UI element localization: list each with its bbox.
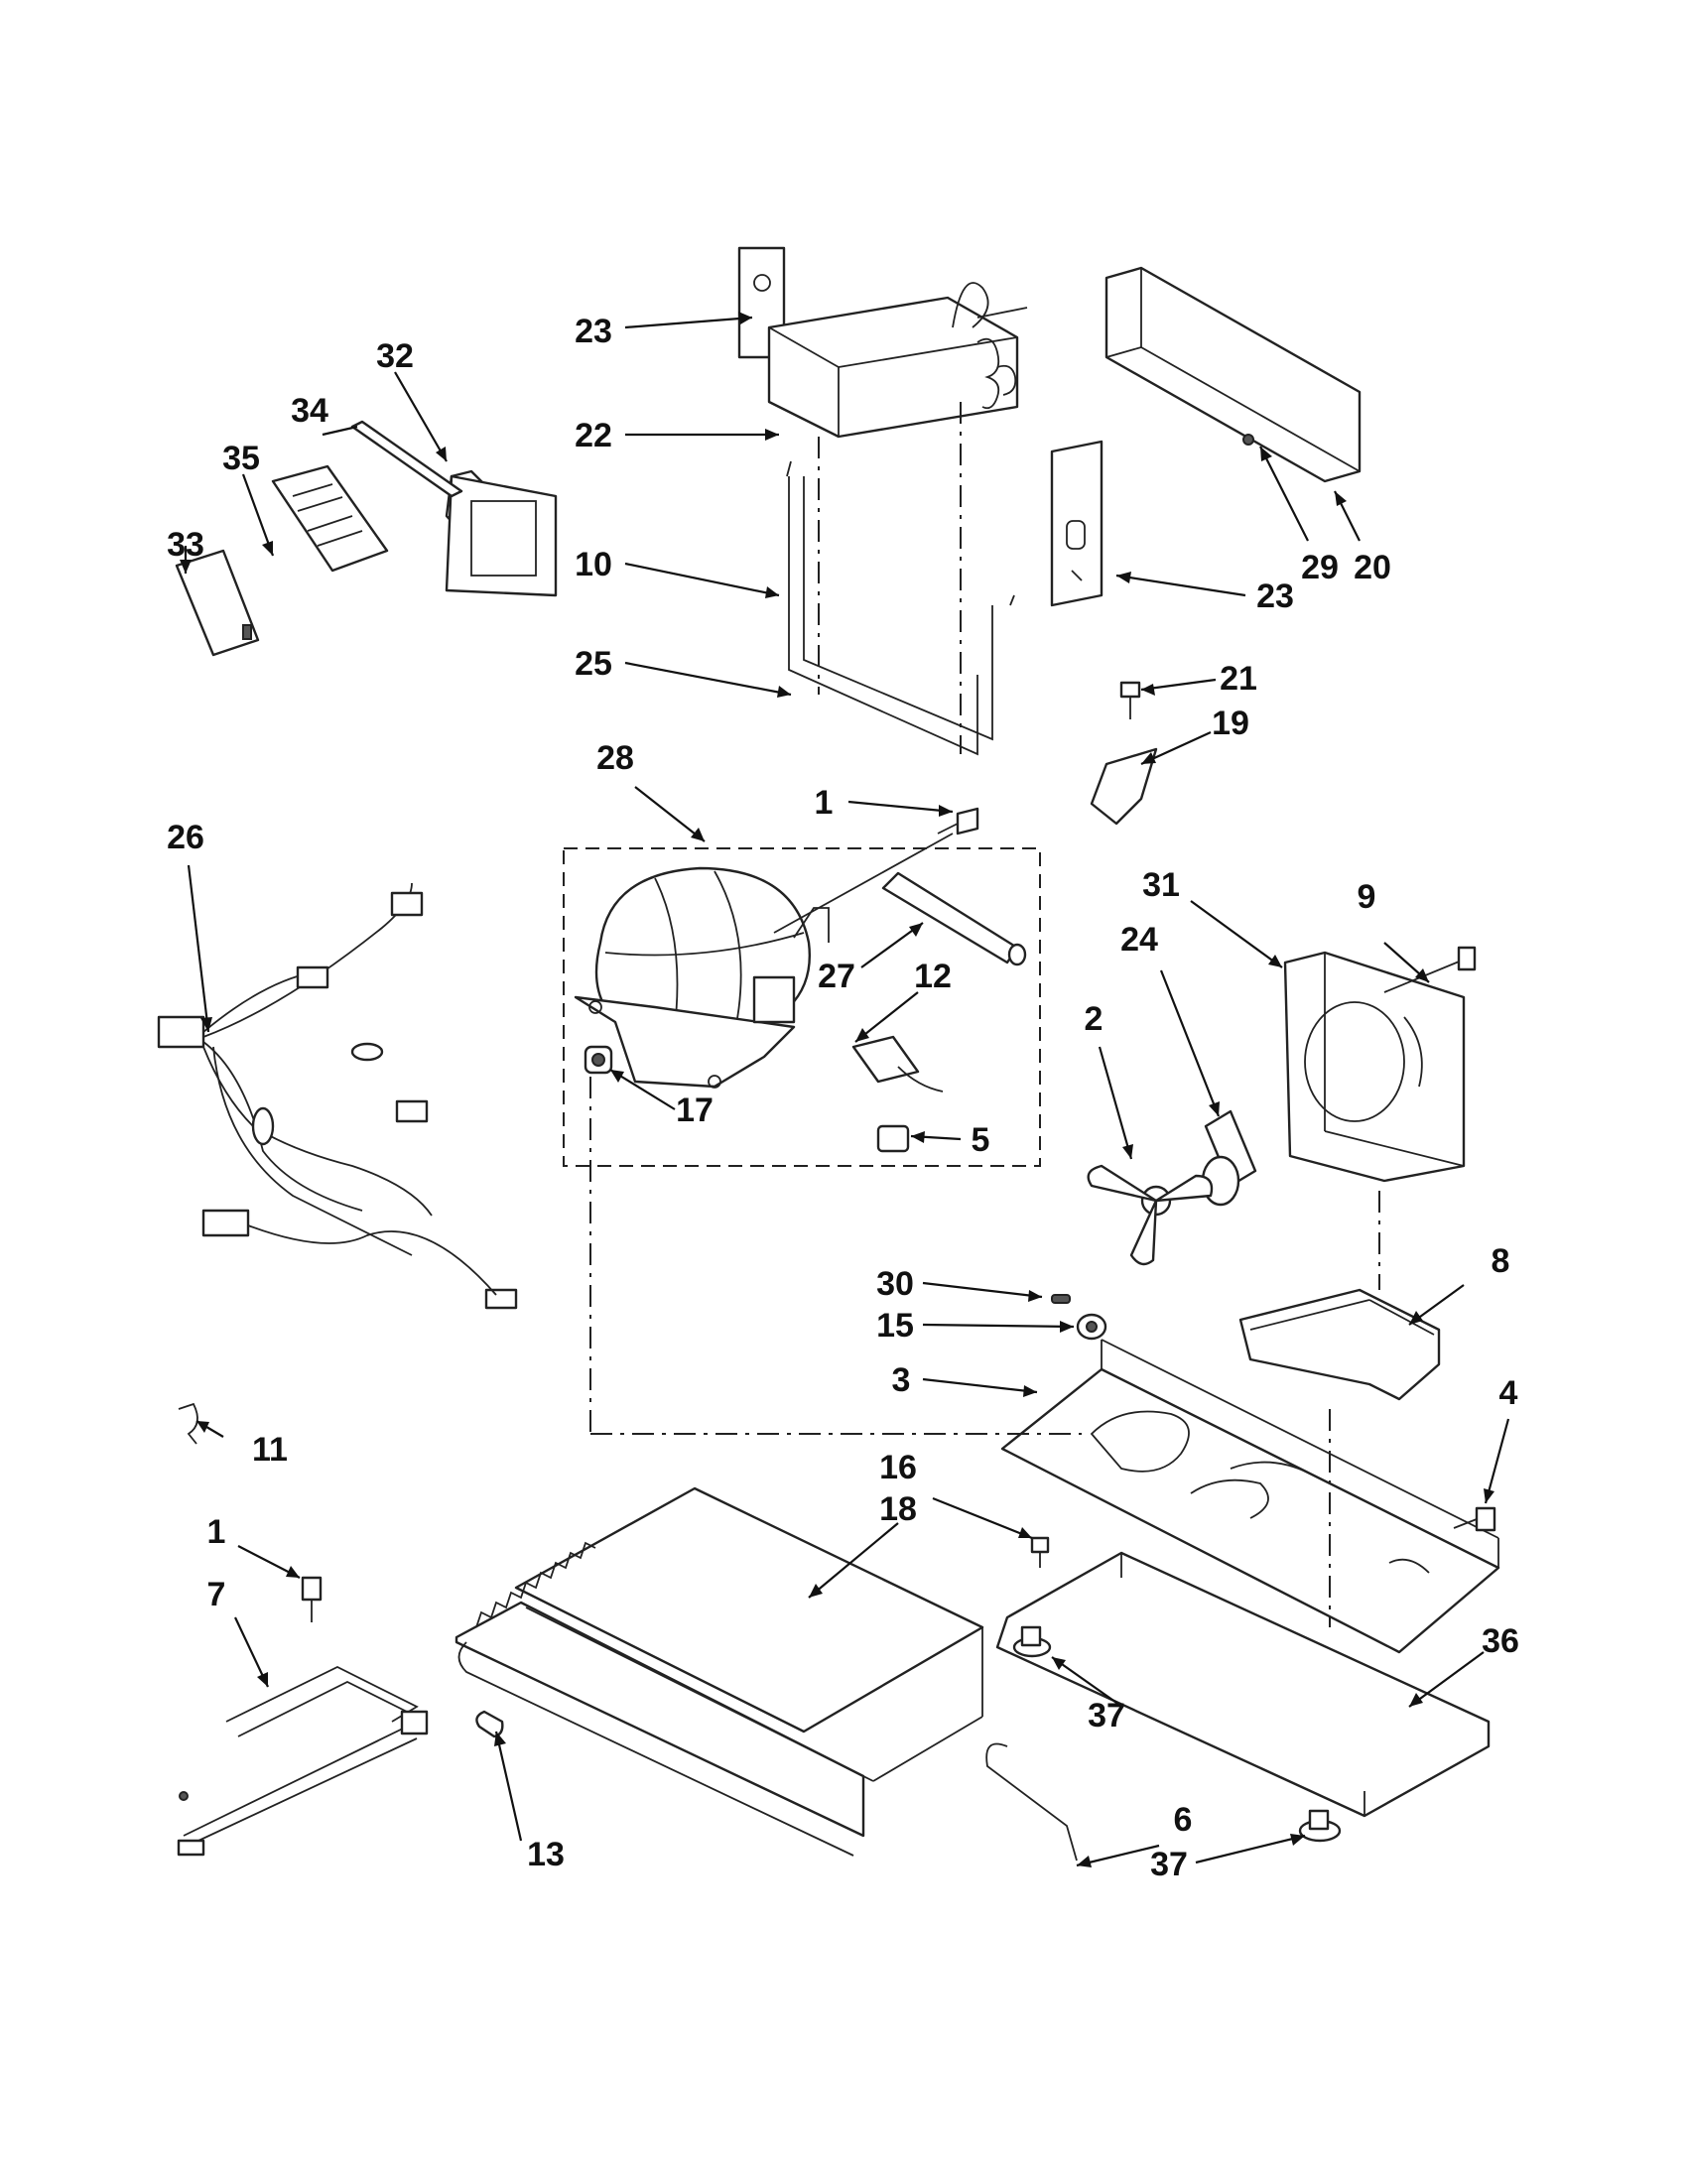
callout-13: 13 bbox=[527, 1836, 565, 1873]
wiring-harness bbox=[157, 882, 518, 1310]
relay-overload-12 bbox=[851, 1035, 944, 1092]
callout-24: 24 bbox=[1120, 921, 1158, 959]
callout-23-lower: 23 bbox=[1256, 578, 1294, 615]
condenser-clip bbox=[475, 1710, 504, 1738]
callout-1-lower: 1 bbox=[207, 1513, 226, 1551]
fan-shroud bbox=[1283, 951, 1466, 1183]
condensate-tray bbox=[1238, 1288, 1441, 1401]
screw-21 bbox=[1119, 681, 1141, 719]
callout-8: 8 bbox=[1492, 1242, 1510, 1280]
leader-lines bbox=[180, 312, 1510, 1867]
callout-37-lower: 37 bbox=[1150, 1846, 1188, 1883]
callout-21: 21 bbox=[1220, 660, 1257, 698]
screw-16 bbox=[1030, 1536, 1050, 1568]
callout-27: 27 bbox=[818, 958, 855, 995]
mounting-bracket-19 bbox=[1090, 747, 1158, 826]
callout-17: 17 bbox=[676, 1092, 714, 1129]
drain-trough bbox=[1104, 266, 1362, 483]
callout-36: 36 bbox=[1482, 1622, 1519, 1660]
clip-11 bbox=[178, 1402, 198, 1445]
callout-19: 19 bbox=[1212, 705, 1249, 742]
control-housing-32 bbox=[445, 469, 558, 597]
leveling-foot-upper bbox=[1012, 1625, 1052, 1658]
callout-29: 29 bbox=[1301, 549, 1339, 586]
callout-25: 25 bbox=[575, 645, 612, 683]
evaporator-side-bracket-right bbox=[1050, 440, 1104, 607]
callout-37-upper: 37 bbox=[1088, 1697, 1125, 1734]
evaporator-coil bbox=[737, 246, 1028, 439]
callout-22: 22 bbox=[575, 417, 612, 454]
callout-32: 32 bbox=[376, 337, 414, 375]
callout-26: 26 bbox=[167, 819, 204, 856]
callout-28: 28 bbox=[596, 739, 634, 777]
callout-11: 11 bbox=[252, 1431, 288, 1469]
callout-30: 30 bbox=[876, 1265, 914, 1303]
condenser-coil bbox=[454, 1486, 984, 1857]
relay-cover-5 bbox=[876, 1124, 910, 1153]
ground-harness-7 bbox=[177, 1665, 429, 1857]
callout-7: 7 bbox=[207, 1576, 226, 1613]
drier-27 bbox=[881, 871, 1027, 966]
callout-3: 3 bbox=[892, 1361, 911, 1399]
screw-4 bbox=[1453, 1506, 1496, 1532]
board-cover-33 bbox=[175, 549, 260, 657]
callout-33: 33 bbox=[167, 526, 204, 564]
screw-9 bbox=[1383, 946, 1477, 993]
compressor bbox=[574, 866, 830, 1089]
callout-labels: 23 22 10 25 28 32 34 35 33 20 29 23 21 1… bbox=[167, 313, 1519, 1883]
callout-6: 6 bbox=[1174, 1801, 1193, 1839]
grommet-17 bbox=[584, 1045, 613, 1075]
callout-16: 16 bbox=[879, 1449, 917, 1486]
callout-23-upper: 23 bbox=[575, 313, 612, 350]
sleeve-30 bbox=[1051, 1294, 1071, 1304]
control-board-35 bbox=[271, 464, 389, 573]
screw-1-upper bbox=[937, 807, 979, 835]
base-shield bbox=[995, 1551, 1491, 1818]
callout-2: 2 bbox=[1085, 1000, 1104, 1038]
fan-blade bbox=[1087, 1164, 1214, 1266]
callout-18: 18 bbox=[879, 1490, 917, 1528]
callout-35: 35 bbox=[222, 440, 260, 477]
drain-tube bbox=[985, 1742, 1078, 1862]
callout-1-upper: 1 bbox=[815, 784, 834, 822]
leveling-foot-lower bbox=[1298, 1809, 1342, 1843]
callout-5: 5 bbox=[972, 1121, 990, 1159]
callout-20: 20 bbox=[1354, 549, 1391, 586]
gasket-strip-34 bbox=[350, 420, 463, 498]
compressor-mounting-base bbox=[1000, 1339, 1500, 1654]
grommet-15 bbox=[1076, 1313, 1107, 1341]
callout-12: 12 bbox=[914, 958, 952, 995]
screw-1-lower bbox=[301, 1576, 323, 1622]
callout-9: 9 bbox=[1358, 878, 1376, 916]
callout-10: 10 bbox=[575, 546, 612, 583]
callout-4: 4 bbox=[1499, 1374, 1518, 1412]
callout-31: 31 bbox=[1142, 866, 1180, 904]
defrost-heater bbox=[786, 460, 1015, 756]
callout-34: 34 bbox=[291, 392, 328, 430]
callout-15: 15 bbox=[876, 1307, 914, 1345]
compressor-assembly-box bbox=[563, 847, 1041, 1167]
